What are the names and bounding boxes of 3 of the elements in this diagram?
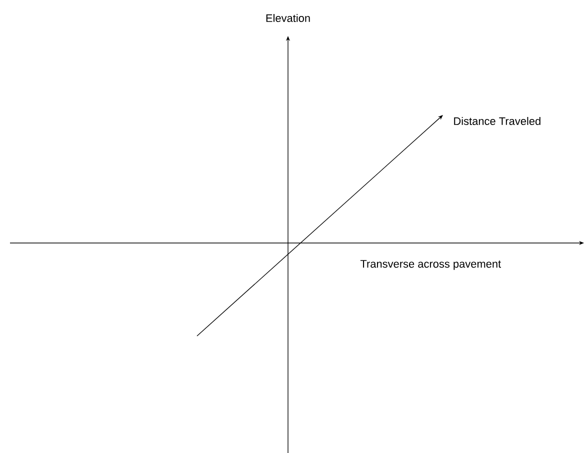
axis-label: Transverse across pavement (360, 260, 501, 270)
axis-label: Elevation (266, 14, 310, 22)
axis-label: Distance Traveled (454, 116, 540, 126)
